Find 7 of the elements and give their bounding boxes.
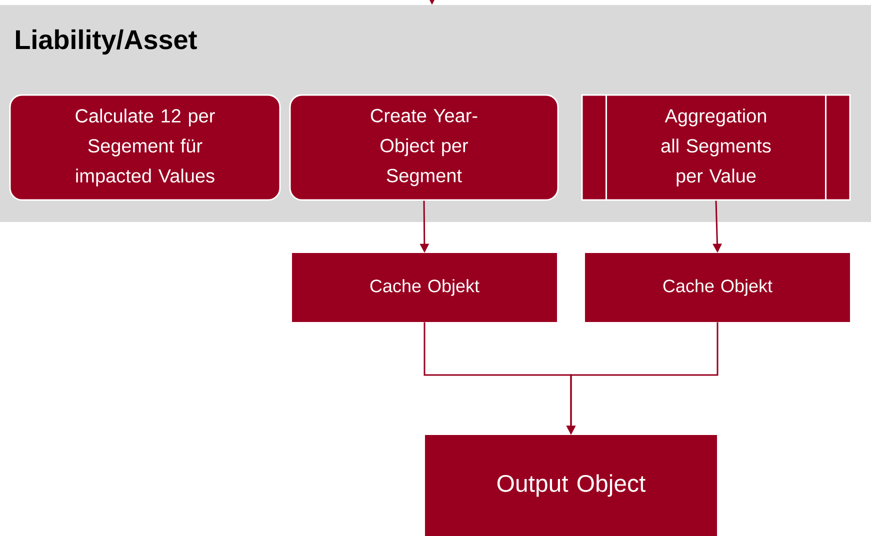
process-box: Output Object (425, 435, 717, 536)
process-box: Cache Objekt (585, 253, 850, 322)
process-box: Create Year-Object per Segment (289, 94, 559, 201)
process-box: Calculate 12 per Segement für impacted Values (9, 94, 281, 201)
process-box: Cache Objekt (292, 253, 557, 322)
panel-heading: Liability/Asset (16, 29, 197, 55)
predefined-process-box: Aggregation all Segments per Value (581, 94, 851, 201)
